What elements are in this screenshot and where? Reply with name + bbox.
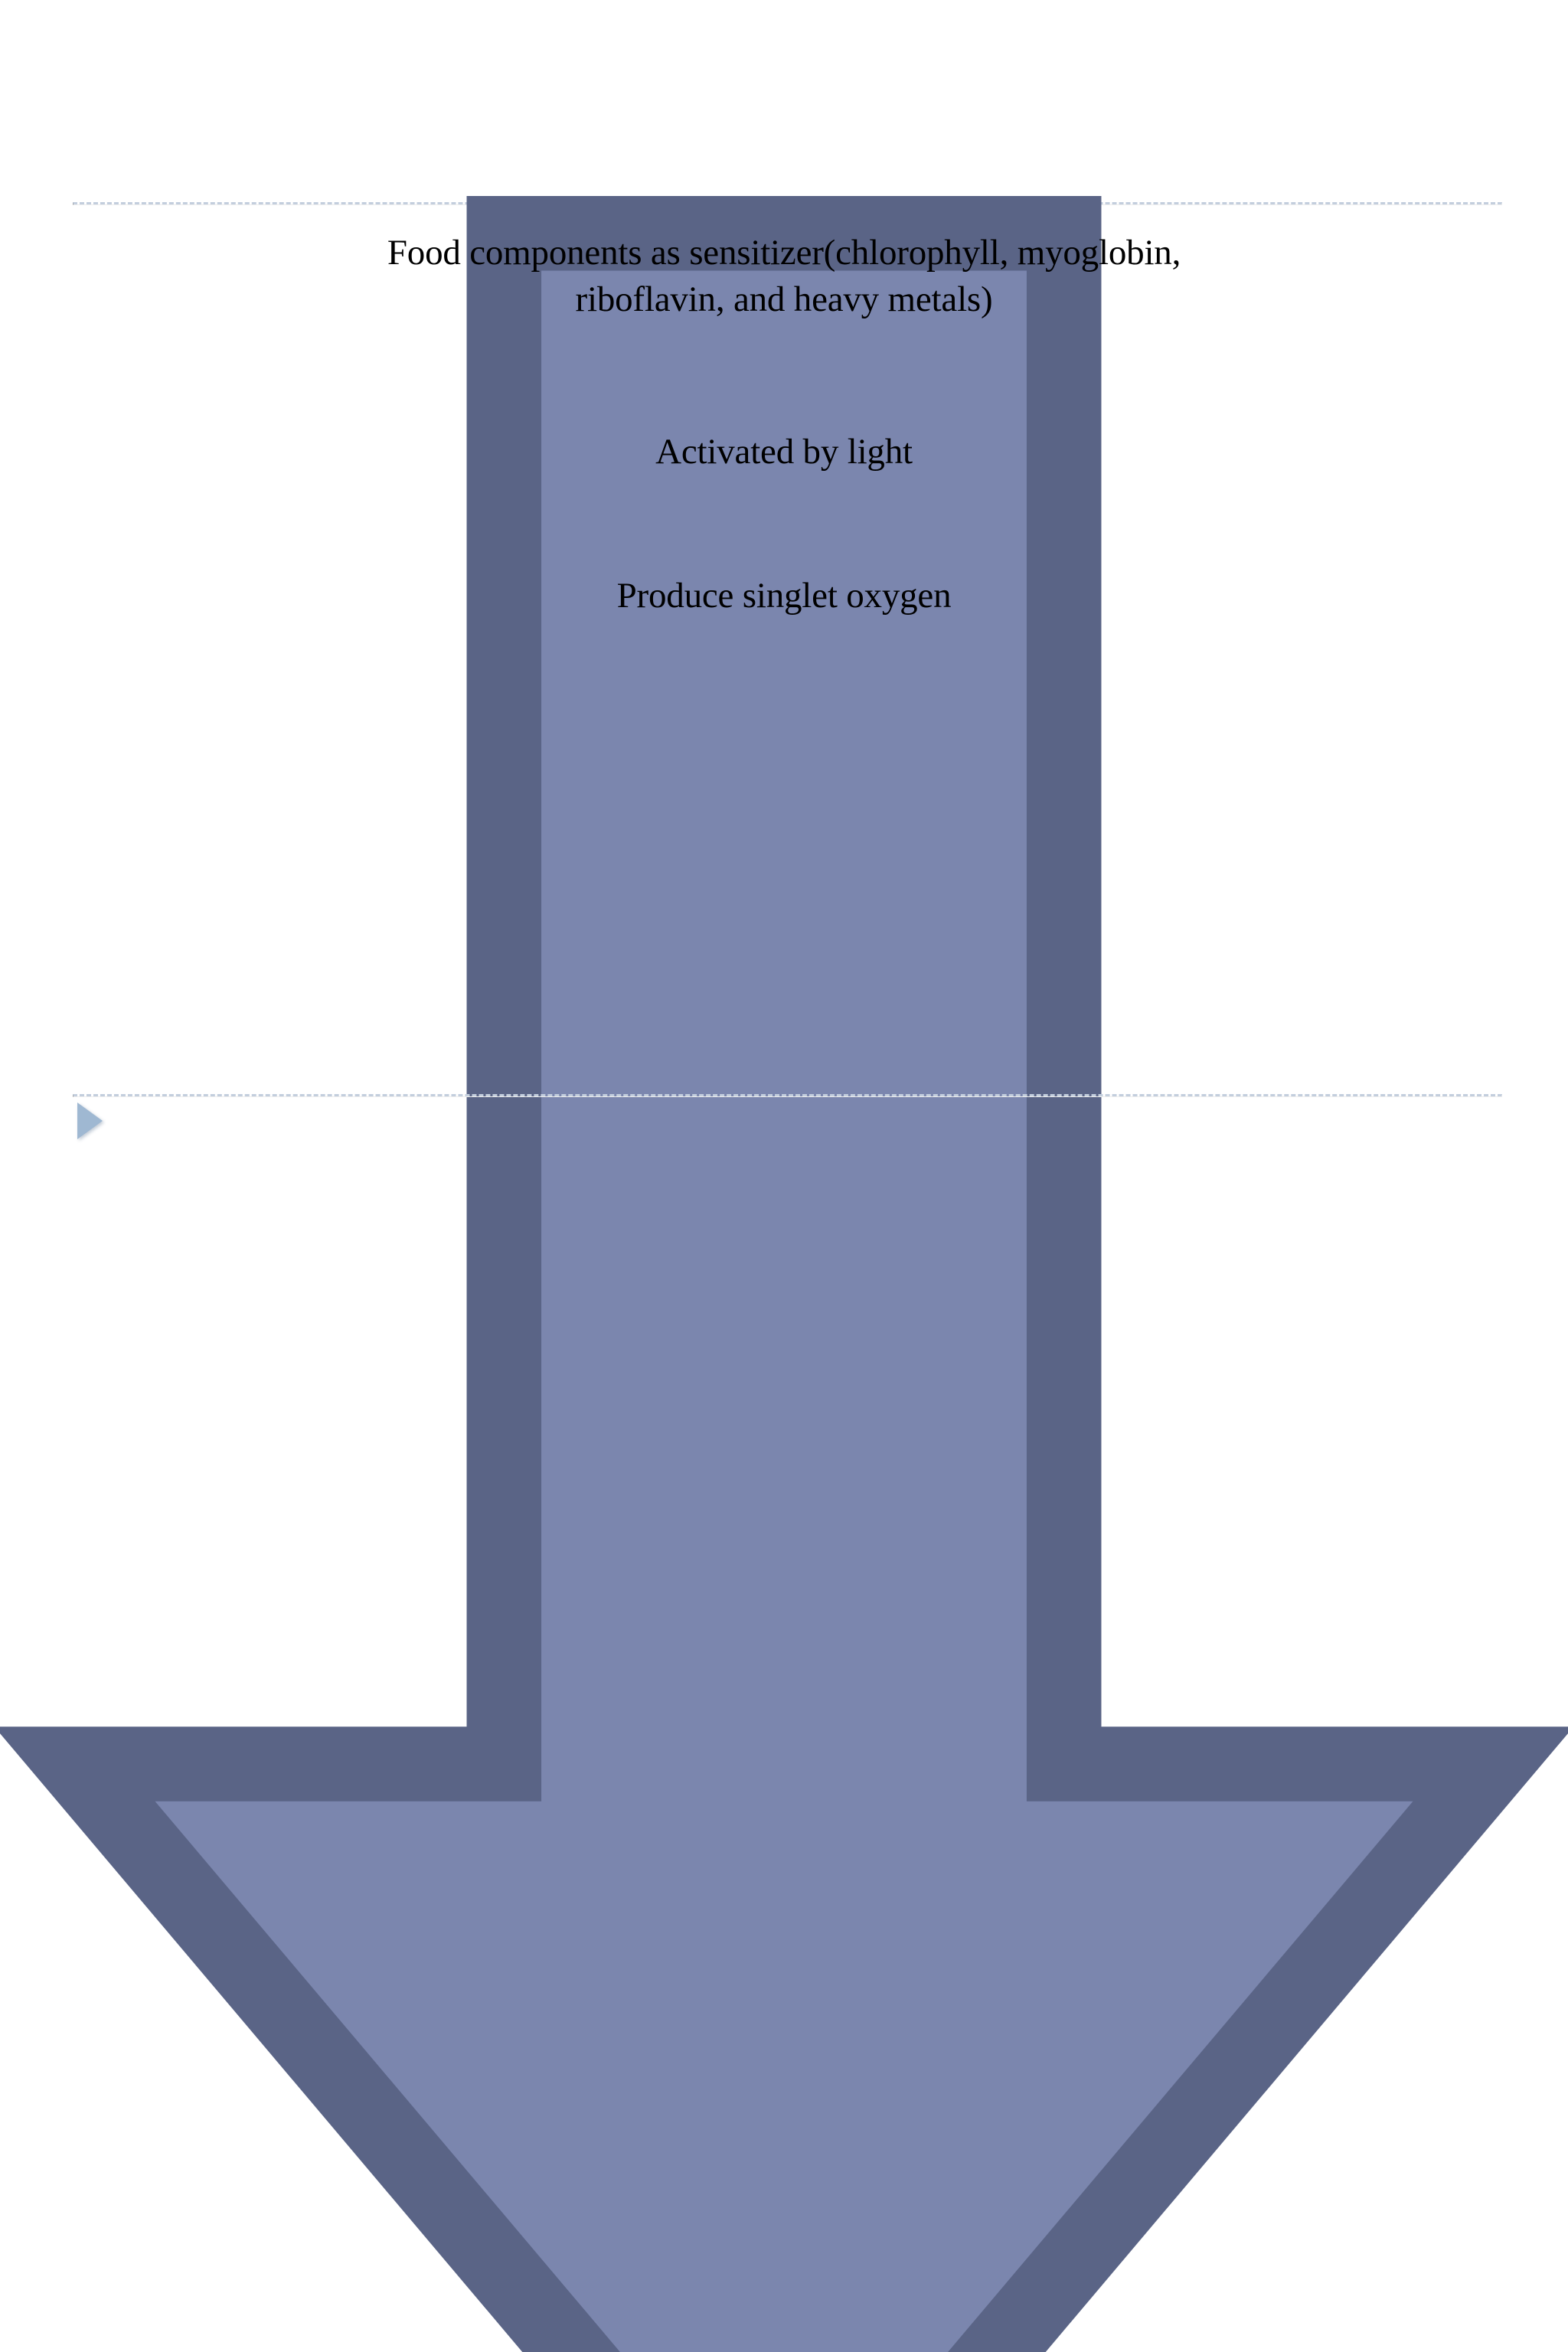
slide-canvas: Food components as sensitizer(chlorophyl… [0,196,1568,2352]
flow-step-sensitizer: Food components as sensitizer(chlorophyl… [387,233,1181,320]
play-triangle-icon [77,1102,103,1139]
bottom-divider-rule [73,1094,1502,1097]
down-arrow-icon [0,196,1568,2352]
flow-step-produce-singlet-oxygen: Produce singlet oxygen [616,576,952,616]
process-flow-diagram: Food components as sensitizer(chlorophyl… [0,196,1568,2352]
flow-step-activated-by-light: Activated by light [655,432,913,472]
